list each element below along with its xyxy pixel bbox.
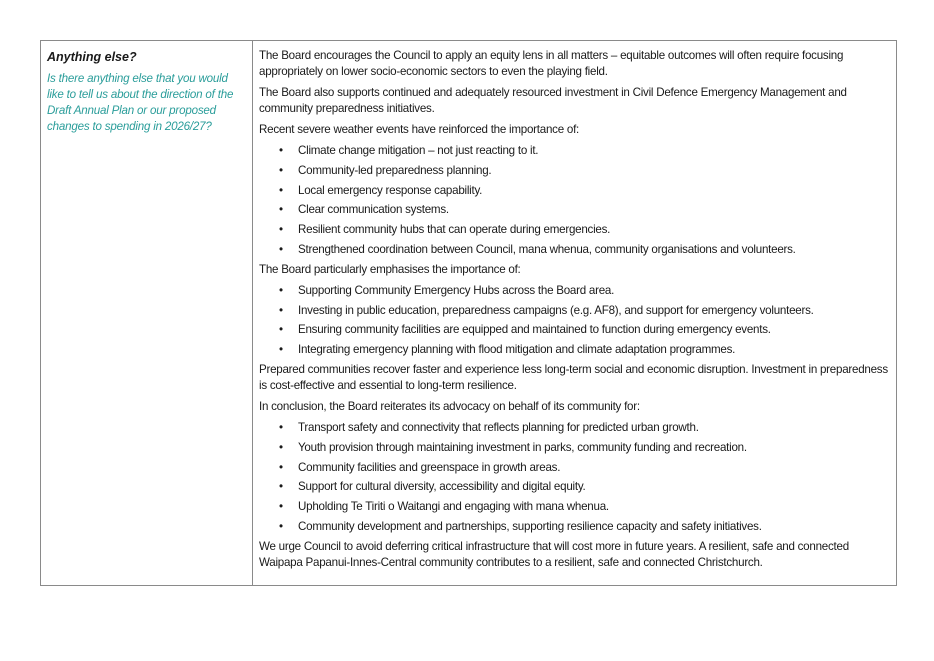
paragraph: The Board also supports continued and ad…	[259, 86, 847, 115]
bullet-list: Supporting Community Emergency Hubs acro…	[259, 283, 890, 358]
list-item: Local emergency response capability.	[279, 183, 890, 199]
list-item: Integrating emergency planning with floo…	[279, 342, 890, 358]
bullet-list: Climate change mitigation – not just rea…	[259, 143, 890, 258]
list-item: Community facilities and greenspace in g…	[279, 460, 890, 476]
list-item: Youth provision through maintaining inve…	[279, 440, 890, 456]
paragraph: Prepared communities recover faster and …	[259, 362, 888, 392]
paragraph: Recent severe weather events have reinfo…	[259, 123, 580, 136]
list-item: Resilient community hubs that can operat…	[279, 222, 890, 238]
paragraph: The Board encourages the Council to appl…	[259, 49, 844, 78]
list-item: Ensuring community facilities are equipp…	[279, 322, 890, 338]
list-item: Supporting Community Emergency Hubs acro…	[279, 283, 890, 299]
list-item: Investing in public education, preparedn…	[279, 303, 890, 319]
paragraph: We urge Council to avoid deferring criti…	[259, 539, 849, 569]
answer-cell: The Board encourages the Council to appl…	[253, 41, 896, 585]
list-item: Community development and partnerships, …	[279, 519, 890, 535]
list-item: Climate change mitigation – not just rea…	[279, 143, 890, 159]
submission-table: Anything else? Is there anything else th…	[40, 40, 897, 586]
paragraph: In conclusion, the Board reiterates its …	[259, 399, 640, 413]
question-title: Anything else?	[47, 50, 137, 64]
list-item: Transport safety and connectivity that r…	[279, 420, 890, 436]
question-text: Is there anything else that you would li…	[47, 72, 234, 133]
list-item: Clear communication systems.	[279, 202, 890, 218]
question-cell: Anything else? Is there anything else th…	[41, 41, 253, 585]
bullet-list: Transport safety and connectivity that r…	[259, 420, 890, 535]
list-item: Strengthened coordination between Counci…	[279, 242, 890, 258]
list-item: Upholding Te Tiriti o Waitangi and engag…	[279, 499, 890, 515]
paragraph: The Board particularly emphasises the im…	[259, 262, 521, 276]
list-item: Community-led preparedness planning.	[279, 163, 890, 179]
list-item: Support for cultural diversity, accessib…	[279, 479, 890, 495]
